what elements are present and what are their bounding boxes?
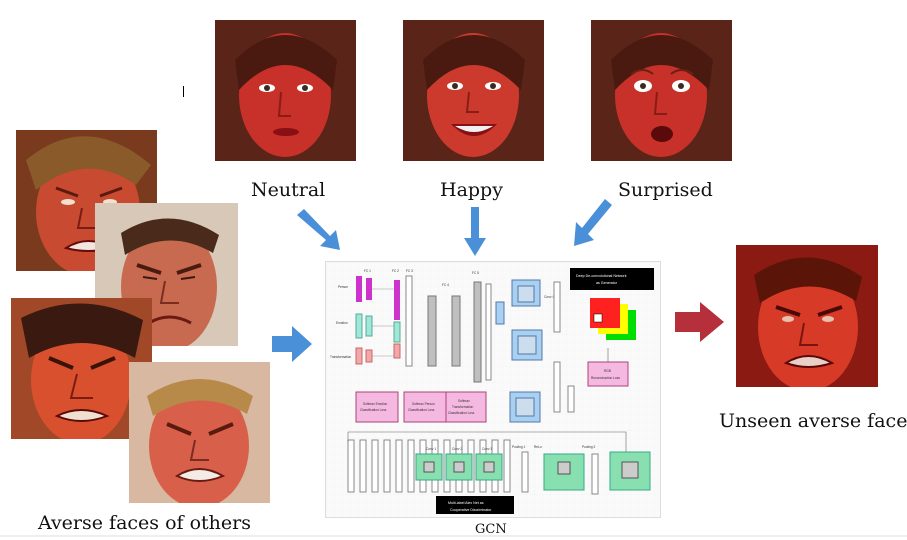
input-transform-label: Transformation — [330, 355, 352, 359]
label-averse-others: Averse faces of others — [38, 512, 251, 534]
text-cursor — [183, 86, 184, 97]
fc1-label: FC 1 — [364, 269, 371, 273]
fc2-label: FC 2 — [392, 269, 399, 273]
fc3-label: FC 3 — [406, 269, 413, 273]
input-person-label: Person — [338, 285, 348, 289]
conv2-label: Conv 2 — [452, 447, 462, 451]
input-emotion-label: Emotion — [336, 321, 348, 325]
face-happy — [403, 20, 544, 161]
pool2-label: Pooling 2 — [582, 445, 596, 449]
label-neutral: Neutral — [251, 179, 326, 201]
face-surprised — [591, 20, 732, 161]
rgb-loss-a: RGB — [604, 369, 611, 373]
pool1-label: Pooling 1 — [512, 445, 526, 449]
gcn-diagram: Person Emotion Transformation FC 1 FC 2 … — [325, 261, 661, 518]
conv1-label: Conv 1 — [426, 447, 436, 451]
loss-3b: Transformation — [452, 405, 474, 409]
loss-2a: Softmax Person — [412, 402, 435, 406]
rgb-loss-b: Reconstruction Loss — [591, 376, 620, 380]
bottom-rule — [0, 535, 907, 537]
face-averse-2 — [95, 203, 238, 346]
label-happy: Happy — [440, 179, 503, 201]
deconv-1-label: Conv 4 — [544, 295, 554, 299]
label-unseen: Unseen averse face — [719, 410, 907, 432]
arrow-neutral — [297, 209, 340, 250]
arrow-surprised — [574, 199, 612, 246]
relu-label: ReLu — [534, 445, 542, 449]
face-averse-3 — [11, 298, 152, 439]
loss-2b: Classification Loss — [408, 408, 435, 412]
loss-1a: Softmax Emotion — [363, 402, 387, 406]
arrow-happy — [464, 207, 486, 256]
loss-1b: Classification Loss — [360, 408, 387, 412]
label-surprised: Surprised — [618, 179, 713, 201]
conv3-label: Conv 3 — [482, 447, 492, 451]
arrow-to-network — [272, 326, 312, 362]
loss-3c: Classification Loss — [448, 411, 475, 415]
arrow-to-unseen — [675, 302, 724, 342]
label-gcn: GCN — [475, 522, 507, 537]
face-neutral — [215, 20, 356, 161]
fc4-label: FC 4 — [442, 283, 449, 287]
generator-title-2: as Generator — [596, 281, 618, 285]
discriminator-title-2: Cooperative Discriminator — [450, 508, 492, 512]
fc5-label: FC 5 — [472, 271, 479, 275]
face-unseen — [736, 245, 878, 387]
discriminator-title-1: Multi-label Alex Net as — [448, 501, 484, 505]
generator-title-1: Deep De-convolutional Network — [576, 274, 627, 278]
loss-3a: Softmax — [458, 399, 470, 403]
face-averse-4 — [129, 362, 270, 503]
